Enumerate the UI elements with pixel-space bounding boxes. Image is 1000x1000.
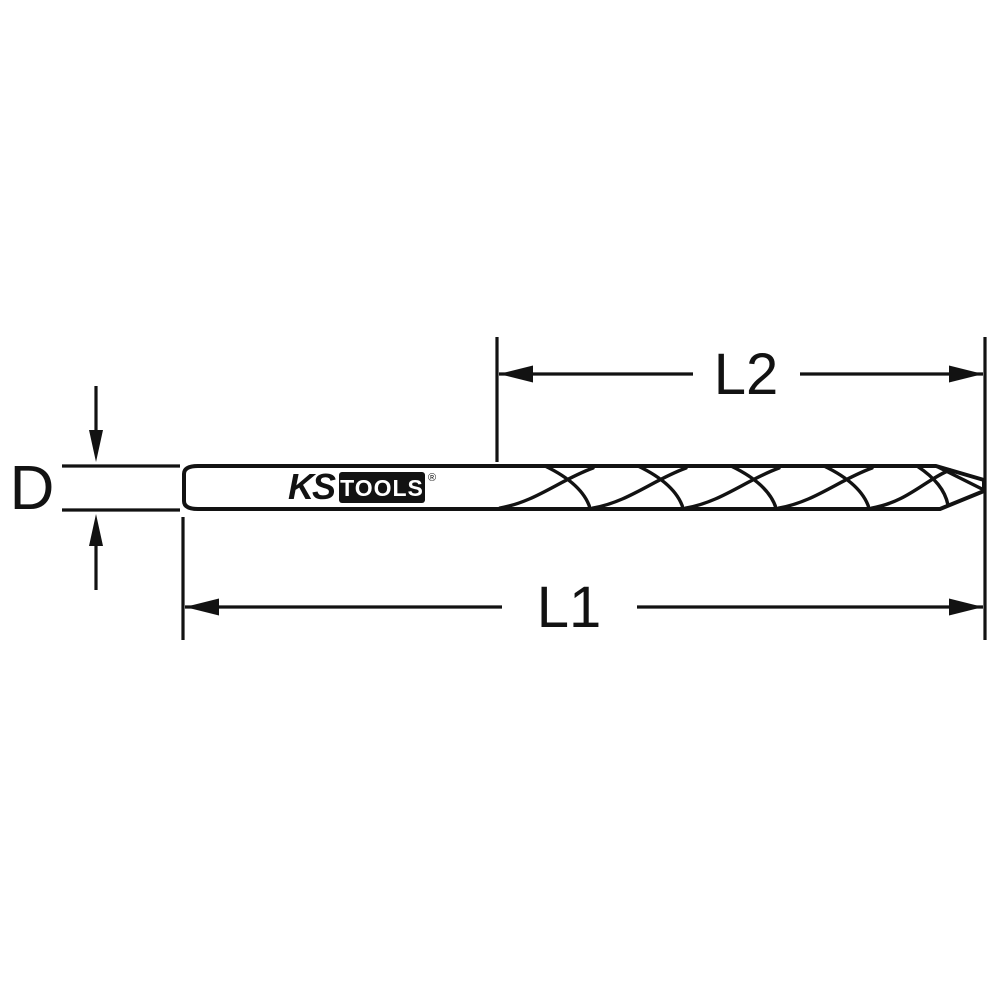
flute-spiral-line xyxy=(822,464,871,510)
flute-spiral-line xyxy=(498,466,595,510)
flute-spiral-line xyxy=(591,466,688,510)
l1-arrowhead-left xyxy=(185,598,219,616)
flute-spiral-line xyxy=(870,468,952,510)
dimension-l2-label: L2 xyxy=(714,342,779,407)
drill-flute-spirals xyxy=(498,464,984,510)
d-arrowhead-bottom xyxy=(89,514,103,546)
dimension-l2: L2 xyxy=(495,337,987,640)
drill-shank xyxy=(182,464,507,511)
tools-logo-text: TOOLS xyxy=(340,475,424,501)
dimension-d: D xyxy=(10,386,180,590)
l2-arrowhead-right xyxy=(949,365,983,383)
flute-spiral-line xyxy=(915,464,950,507)
dimension-l1: L1 xyxy=(181,517,983,640)
tools-logo-box xyxy=(339,472,425,503)
flute-spiral-line xyxy=(777,466,874,510)
flute-spiral-line xyxy=(729,464,778,510)
l1-arrowhead-right xyxy=(949,598,983,616)
drill-tip-edge xyxy=(936,465,984,491)
flute-spiral-line xyxy=(684,466,781,510)
flute-spiral-line xyxy=(543,464,592,510)
ks-tools-logo: KS TOOLS ® xyxy=(288,466,436,507)
l2-arrowhead-left xyxy=(499,365,533,383)
drill-bit: KS TOOLS ® xyxy=(182,464,986,511)
d-arrowhead-top xyxy=(89,430,103,462)
flute-spiral-line xyxy=(636,464,685,510)
registered-mark: ® xyxy=(428,472,436,484)
ks-logo-text: KS xyxy=(288,466,336,507)
dimension-l1-label: L1 xyxy=(537,575,602,640)
dimension-d-label: D xyxy=(10,454,55,523)
